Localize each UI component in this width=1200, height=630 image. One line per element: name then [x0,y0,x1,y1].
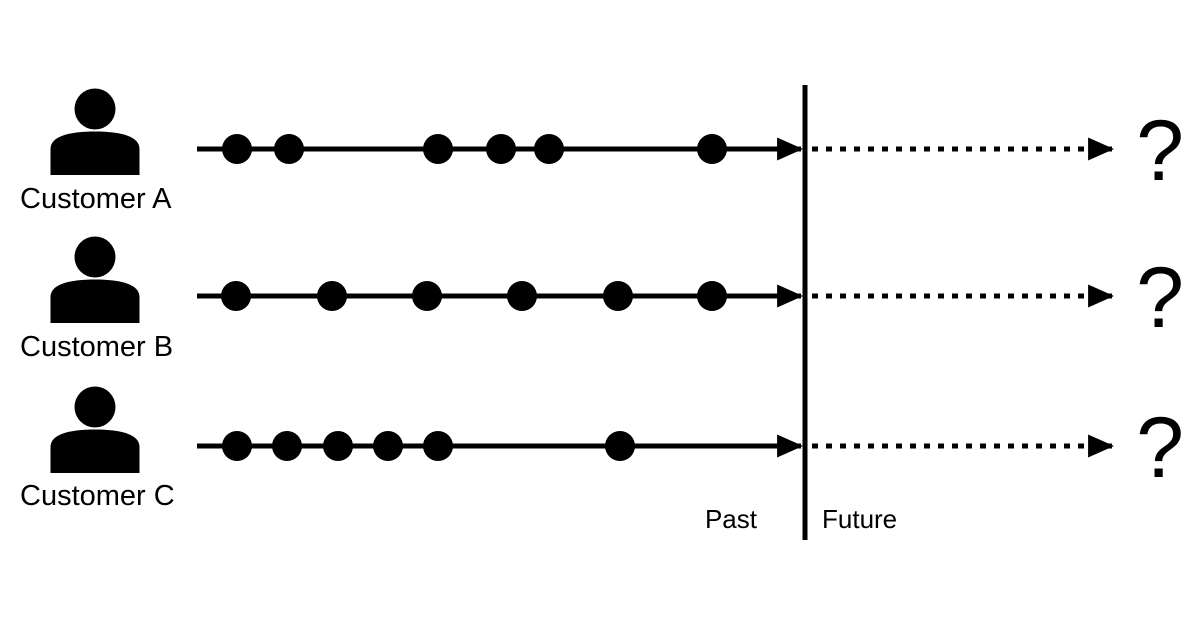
event-dot [222,134,252,164]
event-dot [373,431,403,461]
person-icon [50,236,140,323]
event-dot [507,281,537,311]
person-icon [50,386,140,473]
event-dots-c [222,431,635,461]
past-label: Past [705,504,758,534]
person-icon [50,88,140,175]
event-dot [317,281,347,311]
event-dot [486,134,516,164]
customer-row-b: Customer B ? [20,236,1184,363]
customer-b-label: Customer B [20,331,173,363]
event-dot [272,431,302,461]
event-dot [423,134,453,164]
event-dot [697,281,727,311]
event-dot [423,431,453,461]
event-dot [221,281,251,311]
event-dot [222,431,252,461]
event-dots-b [221,281,727,311]
question-mark-icon: ? [1136,250,1184,346]
event-dot [534,134,564,164]
event-dot [605,431,635,461]
event-dot [697,134,727,164]
customer-row-a: Customer A ? [20,88,1184,215]
event-dots-a [222,134,727,164]
event-dot [412,281,442,311]
question-mark-icon: ? [1136,103,1184,199]
customer-row-c: Customer C ? [20,386,1184,512]
event-dot [323,431,353,461]
question-mark-icon: ? [1136,400,1184,496]
event-dot [274,134,304,164]
event-dot [603,281,633,311]
customer-c-label: Customer C [20,480,175,512]
customer-a-label: Customer A [20,183,172,215]
future-label: Future [822,504,897,534]
